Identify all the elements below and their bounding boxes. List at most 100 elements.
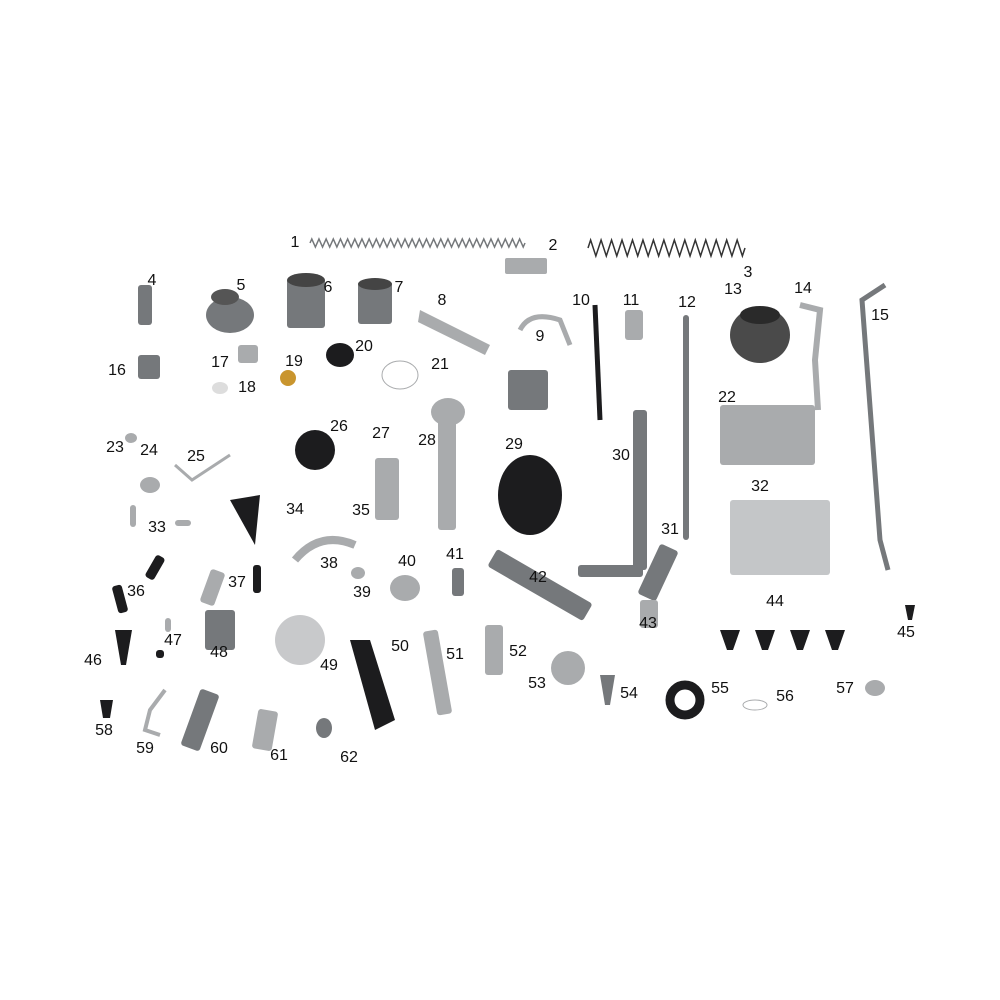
screw-part-36 (145, 555, 165, 580)
plate-part-14 (799, 302, 824, 411)
throat-plate-part-22 (720, 405, 815, 465)
part-label-50: 50 (391, 638, 409, 655)
part-label-5: 5 (236, 277, 246, 294)
part-label-35: 35 (352, 502, 370, 519)
bushing-top-part-7 (358, 278, 392, 290)
part-label-21: 21 (431, 356, 449, 373)
part-label-27: 27 (372, 425, 390, 442)
screw-part-36b (112, 584, 128, 614)
rod-part-15 (859, 282, 891, 571)
part-label-58: 58 (95, 722, 113, 739)
spring-part-1 (309, 237, 526, 249)
part-label-12: 12 (678, 294, 696, 311)
part-label-54: 54 (620, 685, 638, 702)
lever-part-8 (418, 310, 490, 355)
part-label-52: 52 (509, 643, 527, 660)
bushing-part-6 (287, 278, 325, 328)
screw-part-47b (156, 650, 164, 658)
part-label-9: 9 (535, 328, 545, 345)
nozzle-part-45 (905, 605, 915, 620)
nut-part-39 (351, 567, 365, 579)
screw-part-33b (175, 520, 191, 526)
part-label-42: 42 (529, 569, 547, 586)
part-label-34: 34 (286, 501, 304, 518)
spring-part-10 (592, 304, 603, 421)
cover-plate-part-32 (730, 500, 830, 575)
screw-part-11 (625, 310, 643, 340)
part-label-15: 15 (871, 307, 889, 324)
part-label-6: 6 (323, 279, 333, 296)
part-label-51: 51 (446, 646, 464, 663)
bolt-part-43 (640, 600, 658, 628)
part-label-36: 36 (127, 583, 145, 600)
cam-part-13 (730, 307, 790, 363)
clamp-part-62 (316, 718, 332, 738)
part-label-3: 3 (743, 264, 753, 281)
looper-part-9 (508, 370, 548, 410)
nozzle-part-44-0 (720, 630, 740, 650)
part-label-40: 40 (398, 553, 416, 570)
part-label-37: 37 (228, 574, 246, 591)
plate-part-2 (505, 258, 547, 274)
part-label-49: 49 (320, 657, 338, 674)
nozzle-part-44-2 (790, 630, 810, 650)
screw-part-47 (165, 618, 171, 632)
part-label-20: 20 (355, 338, 373, 355)
nozzle-part-44-1 (755, 630, 775, 650)
cam-top-part-13 (740, 306, 780, 324)
screw-part-24 (140, 477, 160, 493)
part-label-45: 45 (897, 624, 915, 641)
bush-part-19 (280, 370, 296, 386)
part-label-2: 2 (548, 237, 558, 254)
part-label-61: 61 (270, 747, 288, 764)
part-label-47: 47 (164, 632, 182, 649)
part-label-8: 8 (437, 292, 447, 309)
part-label-7: 7 (394, 279, 404, 296)
sleeve-part-27 (375, 458, 399, 520)
cam-top-part-5 (211, 289, 239, 305)
nozzle-part-44-3 (825, 630, 845, 650)
guard-part-38 (291, 536, 357, 563)
nozzle-part-58 (100, 700, 113, 718)
cone-part-54 (600, 675, 615, 705)
plate-part-51 (423, 629, 452, 716)
part-label-32: 32 (751, 478, 769, 495)
part-label-55: 55 (711, 680, 729, 697)
pin-part-41 (452, 568, 464, 596)
foot-part-30 (578, 565, 643, 577)
arm-head-part-28 (431, 398, 465, 426)
clamp-part-57 (865, 680, 885, 696)
screw-part-33 (130, 505, 136, 527)
part-label-13: 13 (724, 281, 742, 298)
part-label-14: 14 (794, 280, 812, 297)
part-label-46: 46 (84, 652, 102, 669)
part-label-16: 16 (108, 362, 126, 379)
washer-part-55 (665, 680, 705, 720)
part-label-26: 26 (330, 418, 348, 435)
tension-part-26 (295, 430, 335, 470)
body-part-29 (498, 455, 562, 535)
nozzle-part-46 (115, 630, 132, 665)
part-label-18: 18 (238, 379, 256, 396)
bushing-top-part-6 (287, 273, 325, 287)
part-label-1: 1 (290, 234, 300, 251)
ring-part-21 (381, 360, 419, 390)
part-label-17: 17 (211, 354, 229, 371)
bracket-part-37 (200, 569, 225, 606)
washer-part-18 (212, 382, 228, 394)
part-label-31: 31 (661, 521, 679, 538)
clip-part-56 (742, 699, 768, 711)
part-label-22: 22 (718, 389, 736, 406)
hinge-part-52 (485, 625, 503, 675)
part-label-53: 53 (528, 675, 546, 692)
arm-part-28 (438, 405, 456, 530)
hook-part-9 (517, 314, 573, 346)
part-label-57: 57 (836, 680, 854, 697)
bracket-part-61 (252, 709, 278, 751)
rod-part-12 (683, 315, 689, 540)
part-label-56: 56 (776, 688, 794, 705)
spring-part-3 (587, 237, 746, 259)
part-label-39: 39 (353, 584, 371, 601)
